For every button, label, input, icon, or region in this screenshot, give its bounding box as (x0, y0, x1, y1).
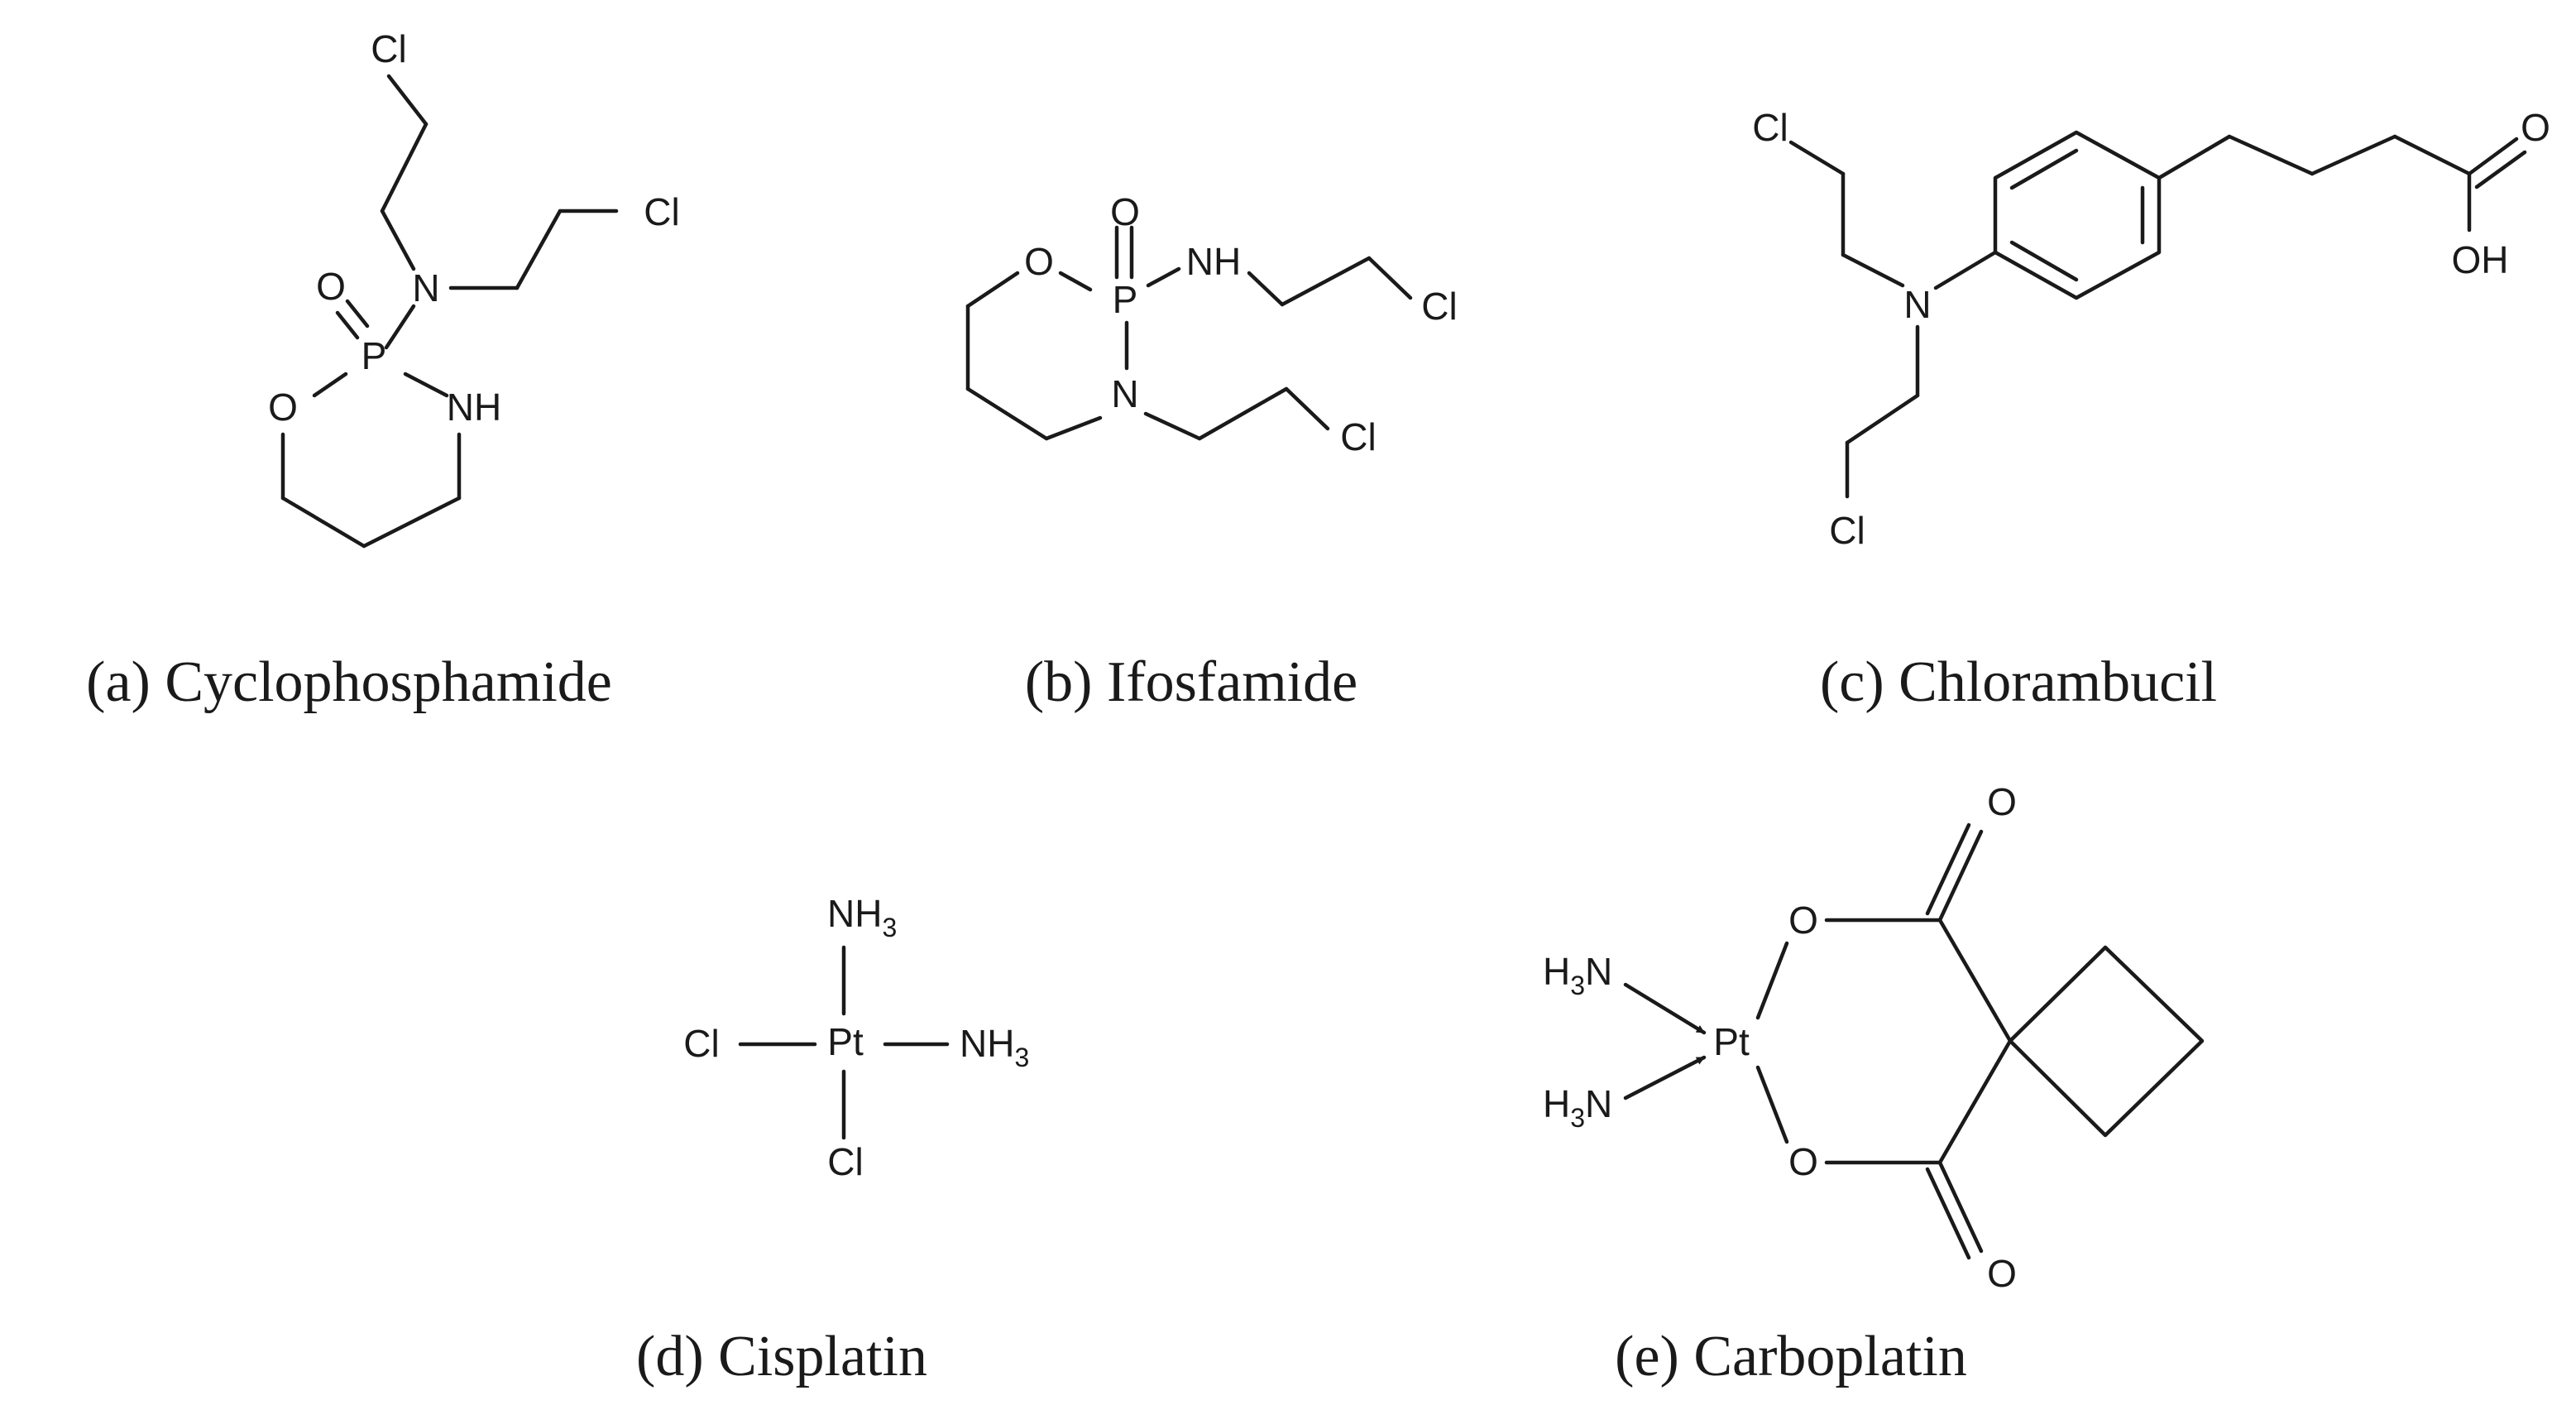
oxygen-atom-label: O (316, 265, 346, 308)
oxygen-atom-label: O (1110, 190, 1140, 233)
caption-chlorambucil: (c) Chlorambucil (1819, 650, 2218, 714)
oxygen-atom-label: O (1987, 780, 2017, 823)
ammine-ligand-label: H3N (1543, 1082, 1612, 1133)
oxygen-atom-label: O (268, 386, 298, 429)
ifosfamide-bonds (965, 225, 1413, 441)
caption-ifosfamide: (b) Ifosfamide (1024, 650, 1358, 714)
chlorambucil-structure: Cl N Cl O OH (1752, 106, 2550, 552)
hydroxyl-group-label: OH (2452, 238, 2509, 281)
chlorine-atom-label: Cl (1829, 509, 1865, 552)
ammine-ligand-label: NH3 (827, 892, 897, 942)
chlorine-atom-label: Cl (1752, 106, 1788, 149)
chlorine-atom-label: Cl (1421, 285, 1457, 328)
chlorine-atom-label: Cl (371, 27, 406, 70)
ifosfamide-structure: O O P NH Cl N Cl (965, 190, 1458, 458)
phosphorus-atom-label: P (1113, 278, 1138, 321)
chlorine-atom-label: Cl (1340, 415, 1376, 458)
oxygen-atom-label: O (1788, 899, 1818, 942)
nitrogen-atom-label: N (412, 266, 439, 309)
chloride-ligand-label: Cl (683, 1022, 719, 1065)
oxygen-atom-label: O (1024, 240, 1054, 283)
phosphorus-atom-label: P (362, 334, 387, 377)
cyclophosphamide-structure: Cl Cl N O P O NH (268, 27, 680, 549)
platinum-atom-label: Pt (1713, 1020, 1750, 1063)
cyclophosphamide-bonds (280, 74, 619, 549)
cisplatin-structure: Pt NH3 NH3 Cl Cl (683, 892, 1029, 1183)
platinum-atom-label: Pt (827, 1020, 864, 1063)
chlorine-atom-label: Cl (644, 190, 679, 233)
carboplatin-bonds (1623, 822, 2205, 1260)
oxygen-atom-label: O (1788, 1140, 1818, 1183)
oxygen-atom-label: O (2521, 106, 2550, 149)
caption-cisplatin: (d) Cisplatin (636, 1325, 927, 1388)
cisplatin-bonds (738, 945, 950, 1140)
ammine-ligand-label: NH3 (960, 1022, 1029, 1072)
nitrogen-atom-label: N (1903, 283, 1931, 326)
amine-group-label: NH (1186, 240, 1241, 283)
carboplatin-structure: Pt H3N H3N O O O O (1543, 780, 2205, 1295)
oxygen-atom-label: O (1987, 1252, 2017, 1295)
chloride-ligand-label: Cl (827, 1140, 863, 1183)
chlorambucil-bonds (1788, 130, 2527, 499)
amine-group-label: NH (447, 386, 501, 429)
ammine-ligand-label: H3N (1543, 950, 1612, 1000)
caption-cyclophosphamide: (a) Cyclophosphamide (86, 650, 612, 714)
caption-carboplatin: (e) Carboplatin (1615, 1325, 1967, 1388)
nitrogen-atom-label: N (1111, 372, 1138, 415)
